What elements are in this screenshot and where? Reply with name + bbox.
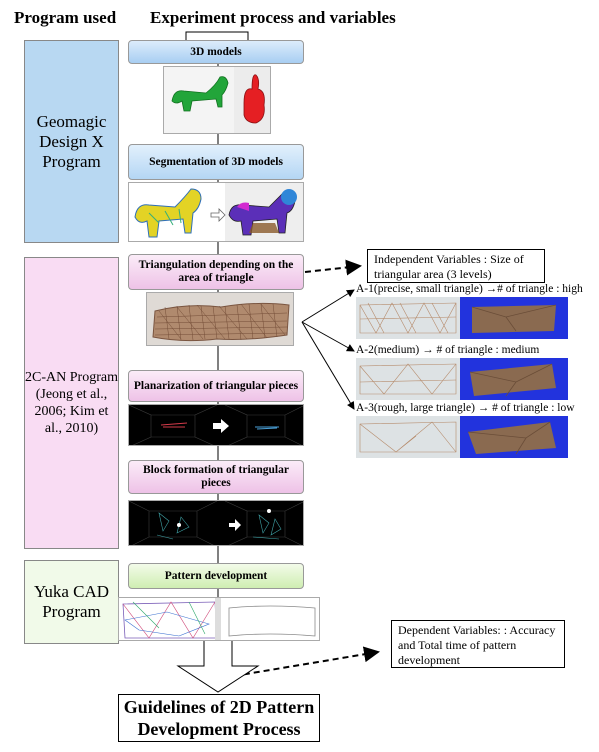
triangulation-mesh-illustration	[152, 302, 290, 342]
step-planarization: Planarization of triangular pieces	[128, 370, 304, 402]
step-planarization-label: Planarization of triangular pieces	[133, 379, 299, 392]
level-a2-illustration	[356, 358, 568, 400]
level-a1-illustration	[356, 297, 568, 339]
geomagic-program-panel: Geomagic Design X Program	[24, 40, 119, 243]
step-3d-models-label: 3D models	[190, 45, 242, 58]
step-pattern-development-label: Pattern development	[164, 569, 268, 582]
block-formation-image	[128, 500, 304, 546]
dependent-variables-note: Dependent Variables: : Accuracy and Tota…	[391, 620, 565, 668]
triangulation-mesh-image	[146, 292, 294, 346]
level-a2-image	[356, 358, 568, 400]
step-triangulation: Triangulation depending on the area of t…	[128, 254, 304, 290]
planarization-illustration	[129, 405, 303, 445]
block-formation-illustration	[129, 501, 303, 545]
3d-models-illustration	[164, 67, 270, 133]
final-guidelines-box: Guidelines of 2D Pattern Development Pro…	[118, 694, 320, 742]
yuka-program-panel: Yuka CAD Program	[24, 560, 119, 644]
step-block-formation-label: Block formation of triangular pieces	[143, 464, 289, 489]
final-guidelines-text: Guidelines of 2D Pattern Development Pro…	[123, 697, 315, 739]
2c-an-program-label: 2C-AN Program (Jeong et al., 2006; Kim e…	[25, 370, 118, 436]
independent-variables-note: Independent Variables : Size of triangul…	[367, 249, 545, 283]
level-a3-image	[356, 416, 568, 458]
pattern-development-image	[118, 597, 320, 641]
step-block-formation: Block formation of triangular pieces	[128, 460, 304, 494]
level-a1-image	[356, 297, 568, 339]
process-header: Experiment process and variables	[150, 8, 396, 27]
program-used-header: Program used	[14, 8, 117, 27]
dependent-variables-text: Dependent Variables: : Accuracy and Tota…	[398, 623, 556, 667]
2c-an-program-panel: 2C-AN Program (Jeong et al., 2006; Kim e…	[24, 257, 119, 549]
step-segmentation: Segmentation of 3D models	[128, 144, 304, 180]
level-a3-label: A-3(rough, large triangle) → # of triang…	[356, 402, 575, 414]
3d-models-image	[163, 66, 271, 134]
level-a3-illustration	[356, 416, 568, 458]
yuka-program-label: Yuka CAD Program	[33, 582, 110, 621]
segmentation-illustration	[129, 183, 303, 241]
independent-variables-text: Independent Variables : Size of triangul…	[374, 252, 524, 281]
step-triangulation-label: Triangulation depending on the area of t…	[138, 259, 294, 284]
level-a1-label: A-1(precise, small triangle) →# of trian…	[356, 283, 583, 295]
geomagic-program-label: Geomagic Design X Program	[36, 111, 107, 171]
step-3d-models: 3D models	[128, 40, 304, 64]
step-pattern-development: Pattern development	[128, 563, 304, 589]
level-a2-label: A-2(medium) → # of triangle : medium	[356, 344, 540, 356]
segmentation-image	[128, 182, 304, 242]
planarization-image	[128, 404, 304, 446]
step-segmentation-label: Segmentation of 3D models	[149, 155, 283, 168]
pattern-development-illustration	[122, 598, 316, 640]
